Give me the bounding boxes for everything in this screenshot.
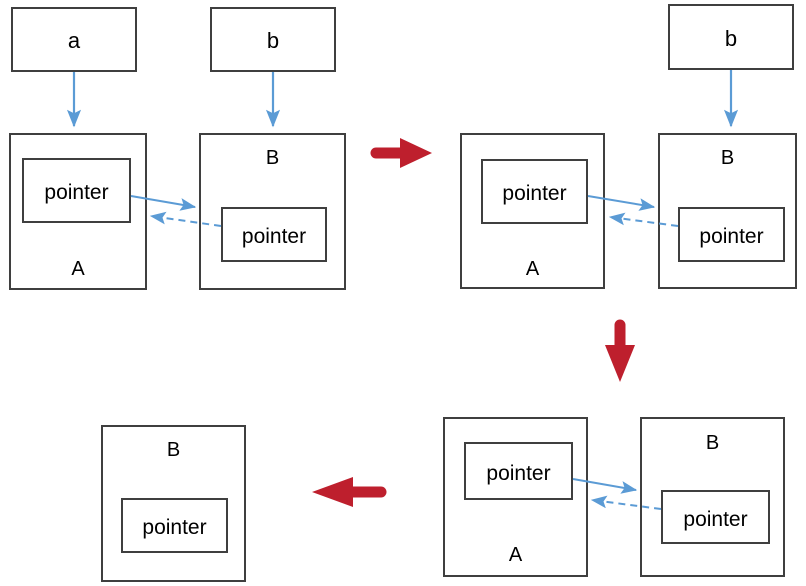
stage1-object-b-label: B <box>265 147 280 169</box>
flow-arrow-left <box>312 477 387 507</box>
stage2-object-b-pointer-label: pointer <box>699 225 764 248</box>
stage1-object-box-b: B <box>199 133 346 290</box>
stage1-variable-box-a: a <box>11 7 137 72</box>
flow-arrow-down <box>605 319 635 382</box>
stage2-object-a-pointer-field: pointer <box>481 159 588 224</box>
stage2-object-b-label: B <box>720 147 735 169</box>
stage1-object-a-pointer-field: pointer <box>22 158 131 223</box>
stage2-object-box-a: A <box>460 133 605 289</box>
flow-arrow-right <box>370 138 432 168</box>
stage4-object-box-b: B <box>101 425 246 582</box>
stage2-object-a-label: A <box>525 258 540 280</box>
stage3-object-a-label: A <box>508 544 523 566</box>
stage1-object-b-pointer-label: pointer <box>241 225 307 248</box>
stage1-variable-a-label: a <box>67 28 81 53</box>
stage3-object-b-label: B <box>705 432 720 454</box>
stage1-object-a-pointer-label: pointer <box>44 181 109 204</box>
stage4-object-b-pointer-field: pointer <box>121 498 228 553</box>
stage3-object-a-pointer-label: pointer <box>486 462 551 485</box>
stage2-object-box-b: B <box>658 133 797 289</box>
stage2-variable-box-b: b <box>668 4 794 70</box>
stage3-object-box-b: B <box>640 417 785 577</box>
stage2-variable-b-label: b <box>724 26 738 51</box>
stage1-object-b-pointer-field: pointer <box>221 207 327 262</box>
stage4-object-b-pointer-label: pointer <box>142 516 207 539</box>
stage3-object-b-pointer-field: pointer <box>661 490 770 544</box>
stage1-object-box-a: A <box>9 133 147 290</box>
stage1-variable-b-label: b <box>266 28 280 53</box>
stage3-object-b-pointer-label: pointer <box>683 508 748 531</box>
stage3-object-a-pointer-field: pointer <box>464 442 573 500</box>
stage1-object-a-label: A <box>71 258 85 280</box>
stage4-object-b-label: B <box>166 439 181 461</box>
stage3-object-box-a: A <box>443 417 588 577</box>
stage2-object-a-pointer-label: pointer <box>502 182 567 205</box>
stage2-object-b-pointer-field: pointer <box>678 207 785 262</box>
stage1-variable-box-b: b <box>210 7 336 72</box>
